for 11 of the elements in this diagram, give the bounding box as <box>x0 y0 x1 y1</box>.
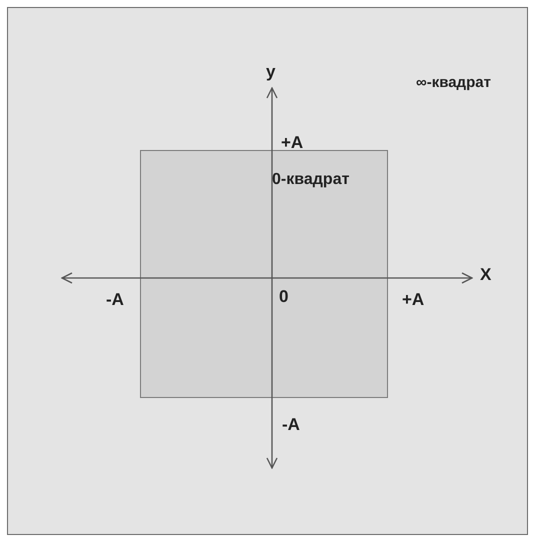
axis-label: +A <box>281 134 304 152</box>
region-label: 0-квадрат <box>272 171 350 189</box>
axis-label: -A <box>106 291 124 309</box>
square-region <box>7 7 528 535</box>
region-label: ∞-квадрат <box>416 74 491 92</box>
square-region <box>140 150 388 398</box>
axis-label: y <box>266 63 276 81</box>
axis-label: -A <box>282 416 300 434</box>
axis-label: +A <box>402 291 424 309</box>
axis-label: X <box>480 266 492 284</box>
axis-label: 0 <box>279 288 288 306</box>
